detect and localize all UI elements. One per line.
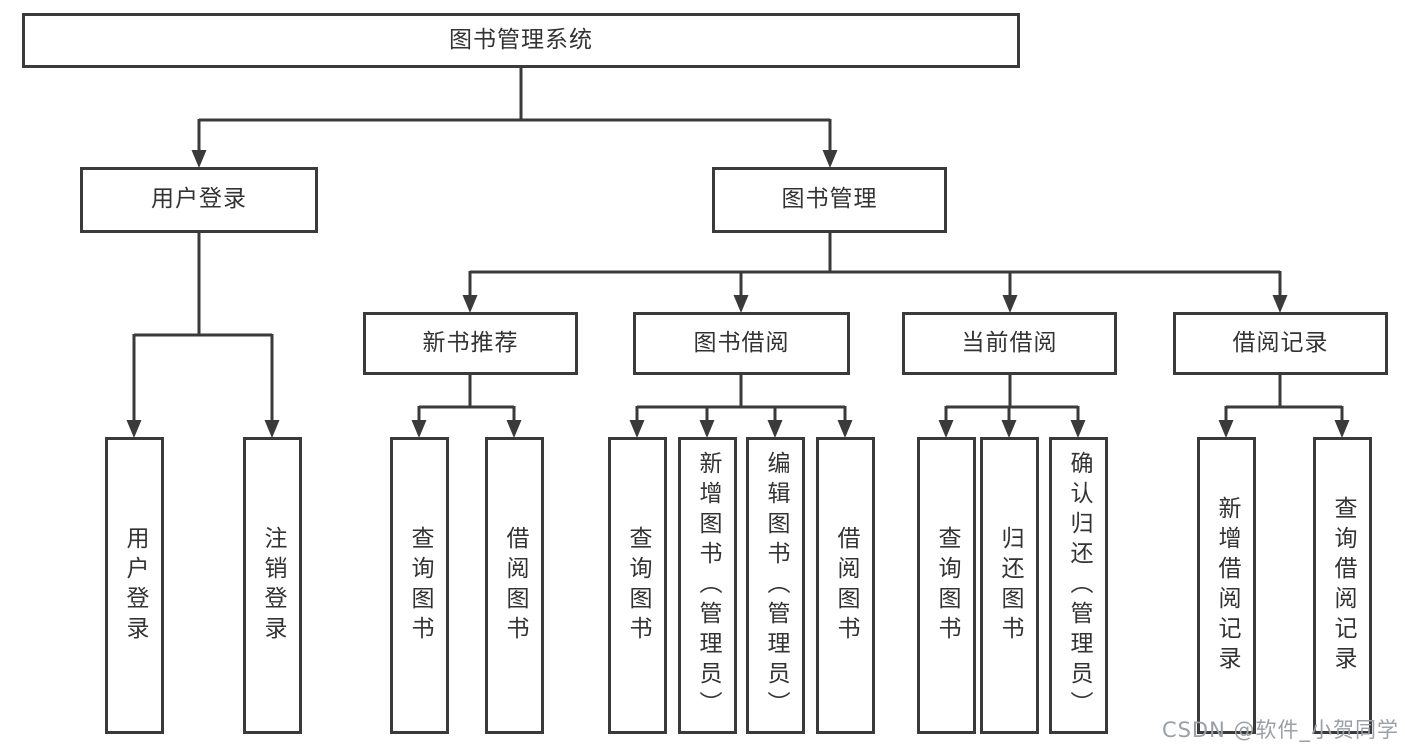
node-label: 当前借阅 <box>961 329 1058 356</box>
watermark-text: CSDN @软件_小贺同学 <box>1161 718 1399 742</box>
leaf-borrow-add-books-admin: 新增图书（管理员） <box>678 437 737 734</box>
leaf-label: 查询图书 <box>625 525 651 646</box>
leaf-user-login: 用户登录 <box>105 437 164 734</box>
leaf-logout: 注销登录 <box>243 437 302 734</box>
node-label: 图书管理系统 <box>449 26 593 53</box>
node-label: 图书管理 <box>781 186 878 213</box>
arrowhead-group <box>126 150 1350 438</box>
leaf-label: 查询图书 <box>934 525 960 646</box>
node-new-book-recommend: 新书推荐 <box>363 312 578 375</box>
leaf-newbook-query-books: 查询图书 <box>390 437 449 734</box>
node-label: 新书推荐 <box>422 329 519 356</box>
node-user-login: 用户登录 <box>80 167 318 233</box>
node-label: 图书借阅 <box>693 329 790 356</box>
leaf-newbook-borrow-books: 借阅图书 <box>485 437 544 734</box>
leaf-label: 确认归还（管理员） <box>1066 450 1092 721</box>
node-label: 用户登录 <box>151 186 247 213</box>
leaf-label: 编辑图书（管理员） <box>763 450 789 721</box>
leaf-label: 注销登录 <box>260 525 286 646</box>
leaf-current-confirm-return-admin: 确认归还（管理员） <box>1049 437 1108 734</box>
node-borrow-records: 借阅记录 <box>1173 312 1388 375</box>
leaf-current-return-books: 归还图书 <box>980 437 1039 734</box>
leaf-label: 新增图书（管理员） <box>695 450 721 721</box>
leaf-label: 归还图书 <box>997 525 1023 646</box>
leaf-label: 借阅图书 <box>502 525 528 646</box>
leaf-borrow-edit-books-admin: 编辑图书（管理员） <box>746 437 805 734</box>
leaf-label: 查询借阅记录 <box>1330 495 1356 676</box>
node-library-management-system: 图书管理系统 <box>22 13 1020 68</box>
leaf-records-query-record: 查询借阅记录 <box>1313 437 1372 734</box>
leaf-records-add-record: 新增借阅记录 <box>1197 437 1256 734</box>
leaf-label: 用户登录 <box>122 525 148 646</box>
node-book-borrow: 图书借阅 <box>633 312 850 375</box>
leaf-current-query-books: 查询图书 <box>917 437 976 734</box>
leaf-borrow-query-books: 查询图书 <box>608 437 667 734</box>
node-current-borrow: 当前借阅 <box>902 312 1117 375</box>
node-book-management: 图书管理 <box>712 167 947 233</box>
leaf-label: 新增借阅记录 <box>1214 495 1240 676</box>
leaf-label: 查询图书 <box>407 525 433 646</box>
leaf-label: 借阅图书 <box>833 525 859 646</box>
leaf-borrow-borrow-books: 借阅图书 <box>816 437 875 734</box>
node-label: 借阅记录 <box>1232 329 1329 356</box>
